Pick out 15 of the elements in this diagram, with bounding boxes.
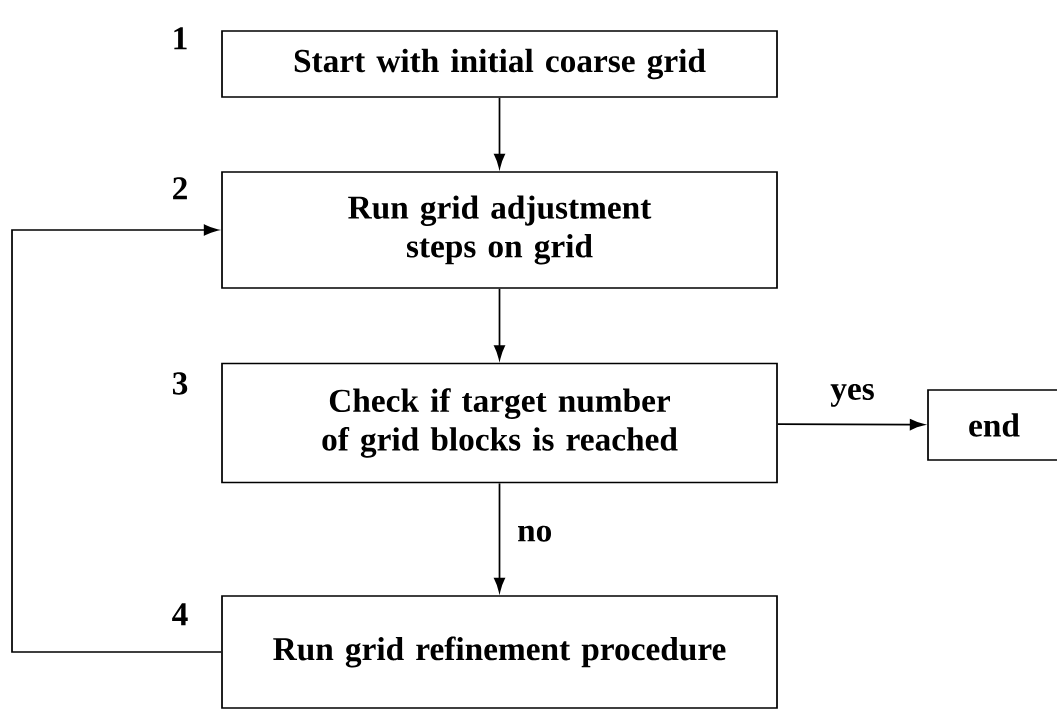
step-number: 1: [174, 27, 187, 50]
process-box: Check if target number of grid blocks is reached: [221, 362, 778, 484]
step-number: 2: [173, 177, 187, 200]
step-number: 4: [172, 603, 188, 626]
step-number: 3: [172, 372, 188, 395]
process-box: end: [927, 389, 1057, 461]
arrow: [494, 482, 505, 593]
arrow: [11, 224, 222, 653]
process-box: Run grid refinement procedure: [221, 595, 778, 709]
arrow: [777, 419, 925, 431]
edge-label: no: [518, 525, 552, 542]
process-box: Run grid adjustment steps on grid: [221, 171, 778, 289]
arrow: [494, 97, 505, 169]
process-box: Start with initial coarse grid: [221, 30, 778, 98]
edge-label: yes: [830, 383, 874, 407]
